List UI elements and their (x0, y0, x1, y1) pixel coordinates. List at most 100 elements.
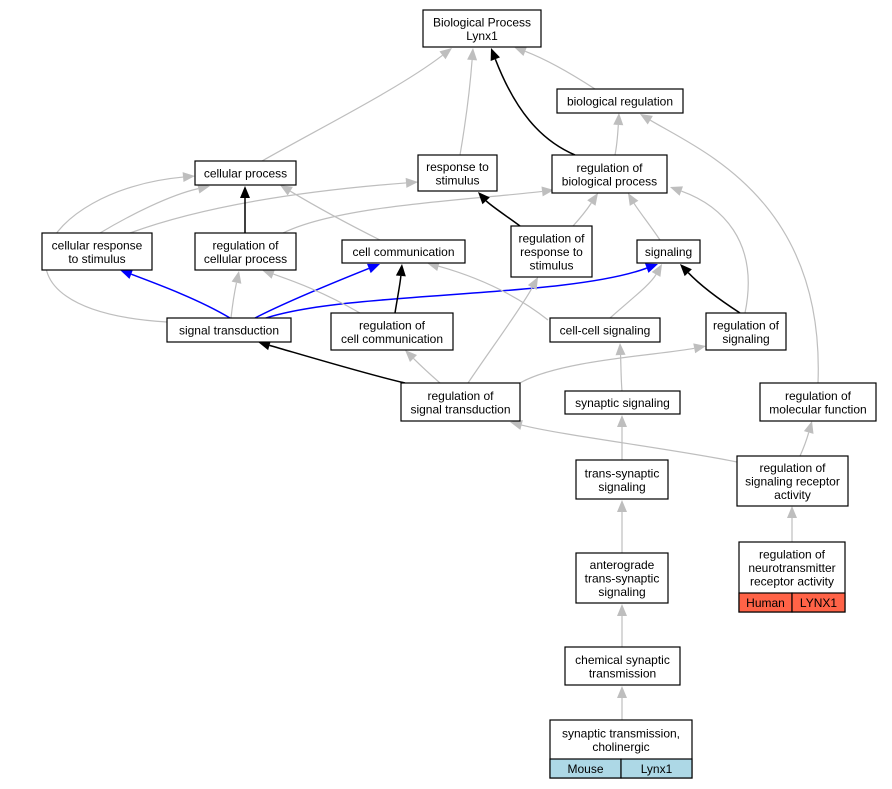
arrowhead-icon (628, 193, 639, 206)
edge-regulation_of_signaling-to-regulation_of_biological_process (670, 186, 749, 314)
node-cell-communication[interactable]: cell communication (341, 239, 466, 264)
edge-biological_regulation-to-bp_root (514, 46, 596, 90)
edge-line (269, 344, 406, 384)
edge-anterograde_trans_synaptic_signaling-to-trans_synaptic_signaling (617, 500, 627, 553)
node-box (417, 154, 498, 192)
edge-signal_transduction-to-cell_communication (254, 263, 380, 319)
arrowhead-icon (640, 114, 653, 125)
arrowhead-icon (405, 350, 418, 363)
node-label-line: to stimulus (68, 252, 125, 266)
edge-line (614, 124, 619, 156)
edge-line (394, 275, 402, 314)
edge-line (572, 202, 592, 227)
node-box (551, 154, 668, 194)
species-label: Mouse (567, 762, 603, 776)
edge-cell_cell_signaling-to-cell_communication (427, 261, 549, 321)
node-box (166, 317, 292, 343)
edge-line (799, 432, 810, 457)
edge-line (521, 424, 738, 463)
arrowhead-icon (240, 186, 250, 198)
gene-label: Lynx1 (641, 762, 673, 776)
node-label-line: signaling receptor (745, 475, 840, 489)
node-signal-transduction[interactable]: signal transduction (166, 317, 292, 343)
node-box (341, 239, 466, 264)
arrowhead-icon (197, 183, 210, 194)
arrowhead-icon (617, 686, 627, 698)
node-label-line: cellular response (52, 238, 143, 252)
node-cellular-process[interactable]: cellular process (194, 160, 297, 186)
edge-regulation_of_cell_communication-to-regulation_of_cellular_process (262, 269, 361, 314)
edge-line (494, 58, 576, 156)
edge-regulation_of_molecular_function-to-biological_regulation (640, 114, 819, 384)
arrowhead-icon (617, 604, 627, 616)
node-label-line: response to (426, 160, 489, 174)
edge-line (438, 265, 549, 321)
edge-cellular_process-to-bp_root (261, 48, 452, 162)
edge-cellular_response_to_stimulus-to-cellular_process (99, 183, 210, 234)
node-label-line: regulation of (759, 461, 826, 475)
gene-cell (620, 758, 693, 779)
edge-line (681, 190, 749, 314)
edge-signaling-to-regulation_of_biological_process (628, 193, 661, 241)
node-label-line: trans-synaptic (585, 466, 660, 480)
edge-line (273, 273, 361, 314)
node-label-line: neurotransmitter (748, 561, 835, 575)
arrowhead-icon (262, 269, 275, 279)
edge-line (687, 272, 741, 314)
node-label-line: regulation of (359, 318, 426, 332)
arrowhead-icon (120, 269, 133, 279)
node-label-line: Lynx1 (466, 29, 498, 43)
node-label-line: activity (774, 488, 811, 502)
node-label-line: signaling (598, 480, 645, 494)
node-label-line: signaling (722, 332, 769, 346)
node-label-line: cell communication (352, 245, 454, 259)
node-biological-regulation[interactable]: biological regulation (556, 88, 684, 114)
node-box (510, 225, 593, 278)
gene-label: LYNX1 (800, 596, 837, 610)
node-synaptic-signaling[interactable]: synaptic signaling (564, 390, 681, 415)
node-label-line: receptor activity (750, 575, 834, 589)
edge-cell_cell_signaling-to-signaling (609, 264, 662, 319)
edges-layer (45, 46, 819, 720)
arrowhead-icon (541, 186, 554, 197)
edge-regulation_of_response_to_stimulus-to-response_to_stimulus (478, 192, 521, 227)
node-label-line: regulation of (576, 161, 643, 175)
node-label-line: stimulus (435, 173, 479, 187)
arrowhead-icon (587, 193, 598, 206)
edge-response_to_stimulus-to-bp_root (459, 48, 478, 156)
node-label-line: signal transduction (179, 324, 279, 338)
arrowhead-icon (182, 172, 195, 183)
edge-regulation_of_response_to_stimulus-to-regulation_of_biological_process (572, 193, 598, 227)
edge-regulation_of_signal_transduction-to-regulation_of_signaling (519, 343, 706, 384)
node-cell-cell-signaling[interactable]: cell-cell signaling (549, 317, 661, 343)
node-box (194, 160, 297, 186)
edge-regulation_of_cellular_process-to-regulation_of_biological_process (282, 186, 554, 234)
node-label-line: stimulus (529, 259, 573, 273)
node-label-line: cellular process (204, 252, 287, 266)
node-box (556, 88, 684, 114)
arrowhead-icon (490, 48, 500, 61)
arrowhead-icon (645, 263, 658, 273)
node-box (636, 239, 701, 264)
arrowhead-icon (803, 421, 814, 434)
node-signaling[interactable]: signaling (636, 239, 701, 264)
edge-synaptic_transmission_cholinergic-to-chemical_synaptic_transmission (617, 686, 627, 720)
node-label-line: synaptic signaling (575, 396, 670, 410)
